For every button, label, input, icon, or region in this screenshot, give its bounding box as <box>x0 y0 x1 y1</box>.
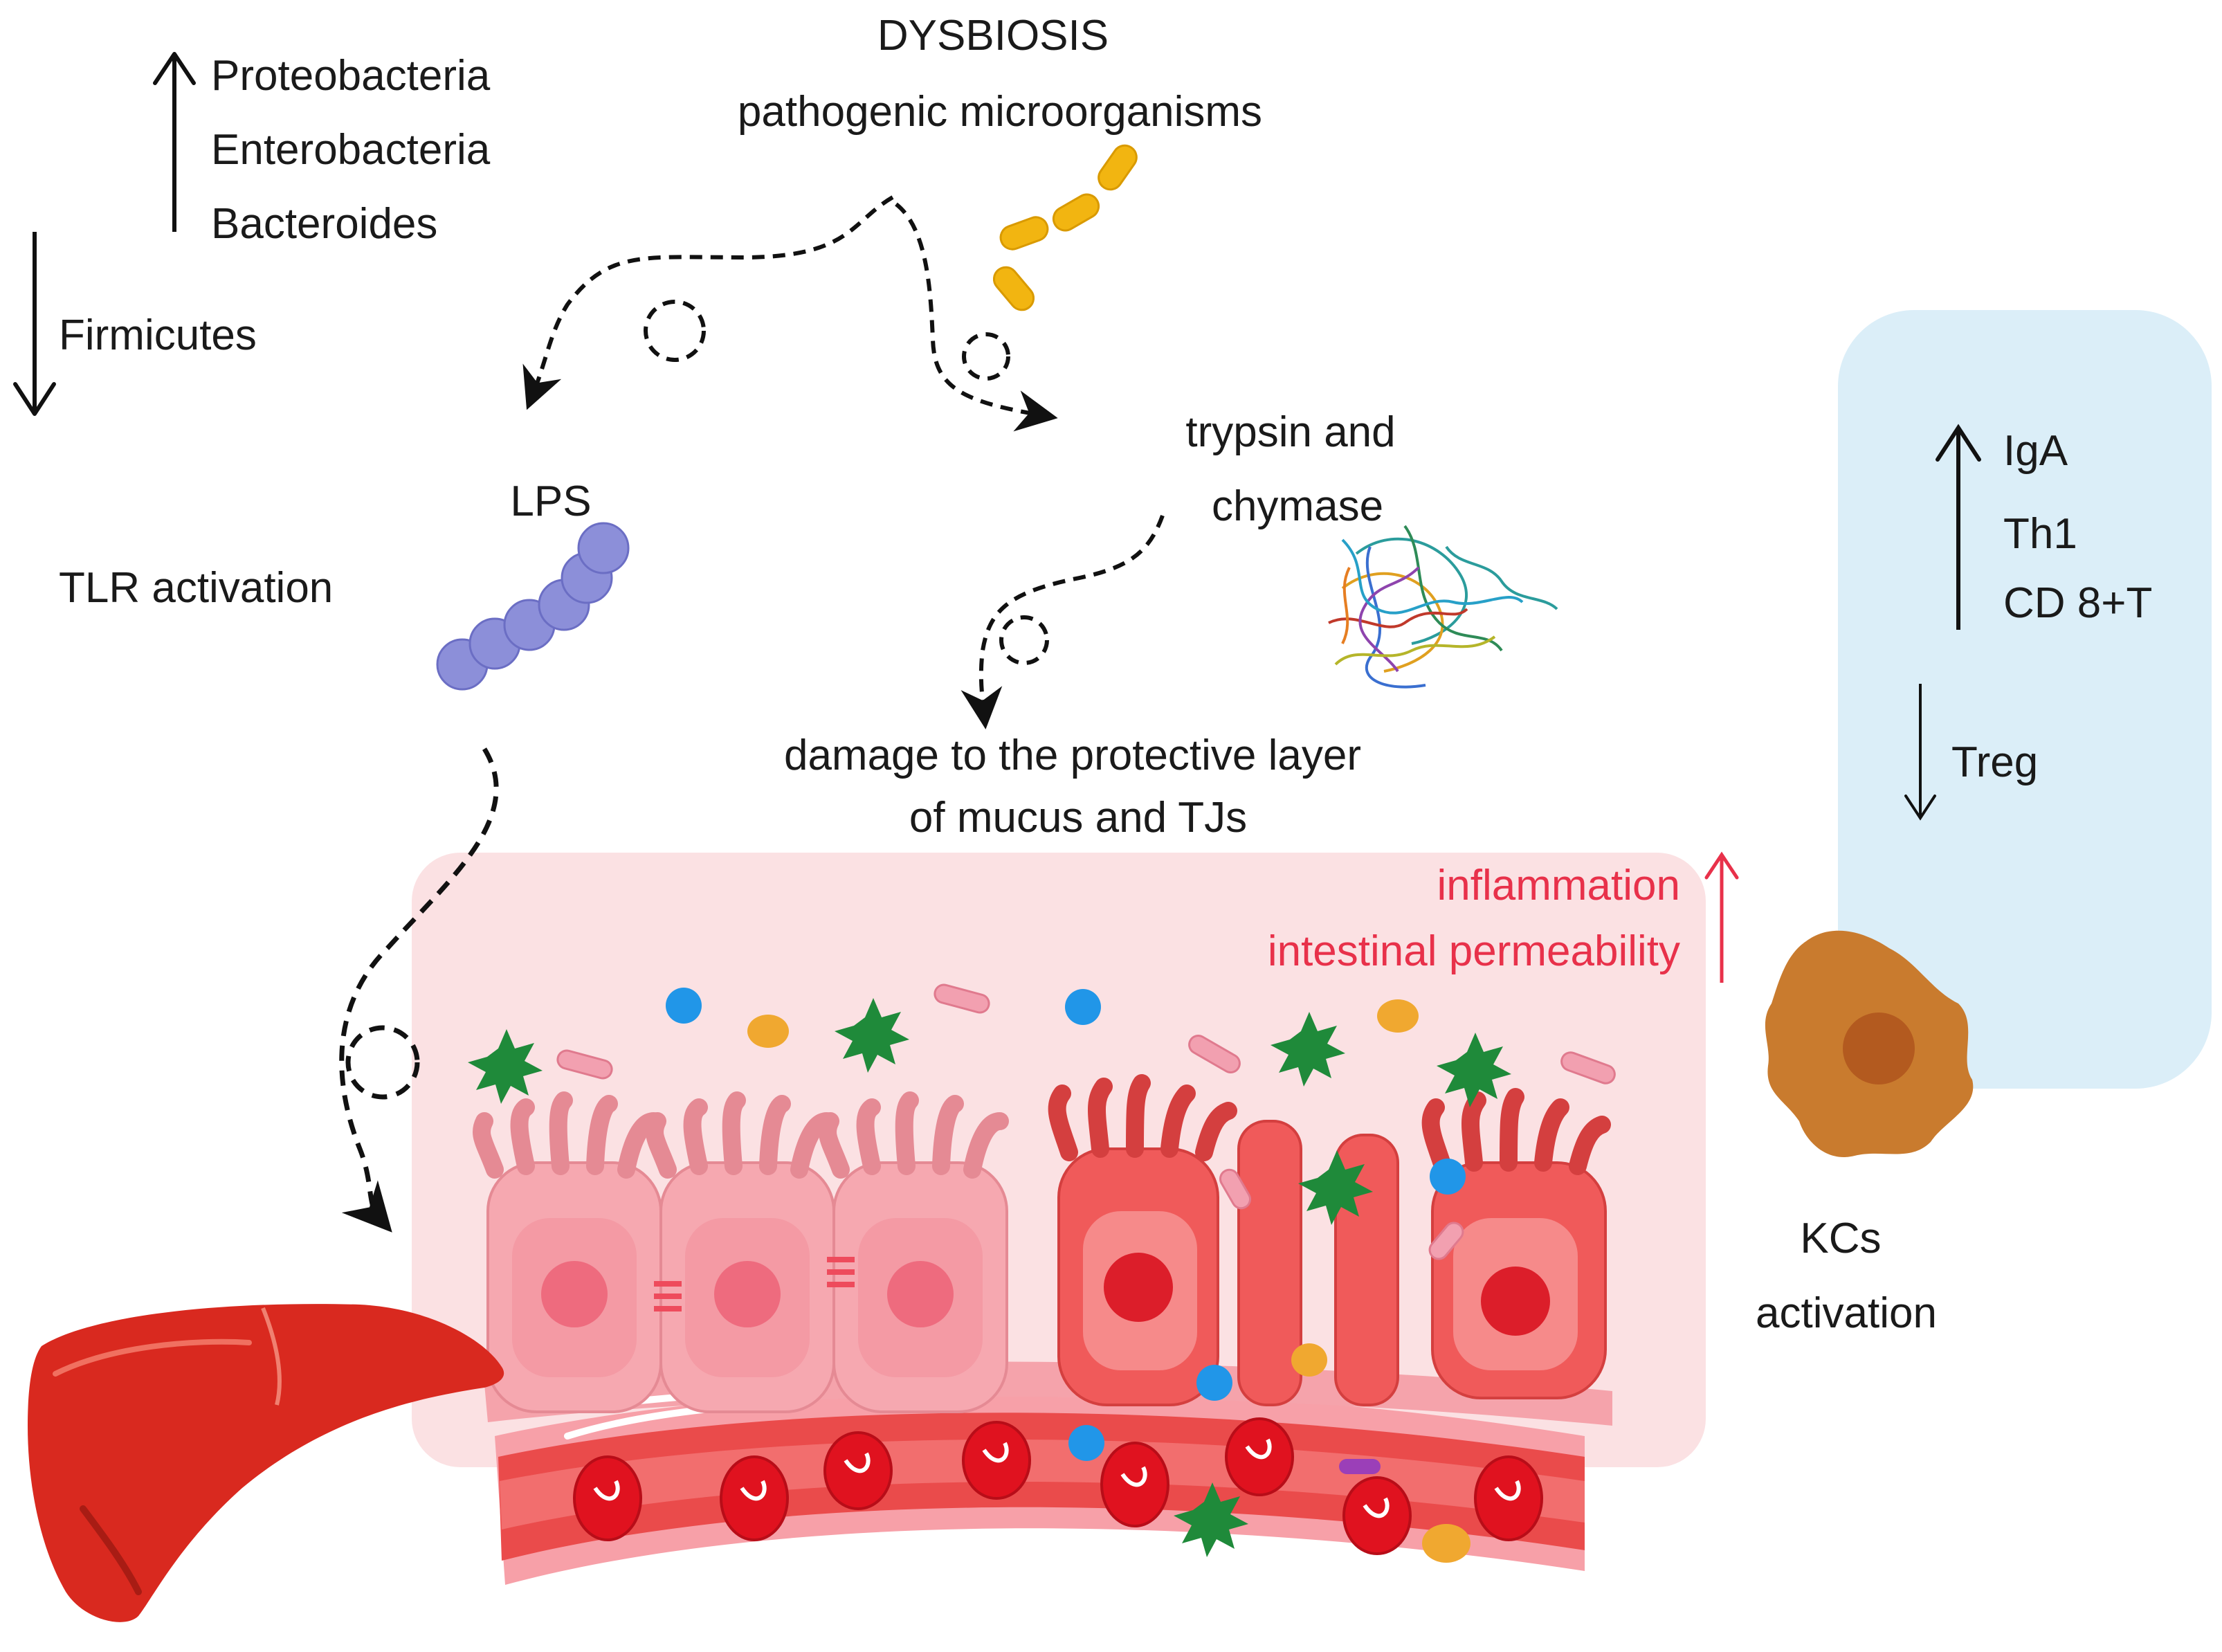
immune-panel <box>1838 310 2212 1089</box>
rod-bacteria-icon <box>992 144 1138 311</box>
enzyme-label-line1: trypsin and <box>1185 408 1395 456</box>
pathogens-label: pathogenic microorganisms <box>738 88 1262 136</box>
microbiota-shift: Proteobacteria Enterobacteria Bacteroide… <box>13 52 491 416</box>
damage-label-line2: of mucus and TJs <box>909 794 1247 842</box>
immune-th1: Th1 <box>2003 510 2077 558</box>
damaged-cells <box>1048 1074 1611 1406</box>
increase-arrow-head <box>153 52 196 85</box>
liver-icon <box>28 1304 504 1622</box>
taxon-firmicutes: Firmicutes <box>59 311 257 359</box>
damage-label-line1: damage to the protective layer <box>784 732 1361 779</box>
kupffer-cell-icon <box>1765 930 1974 1157</box>
decrease-arrow-head <box>13 382 56 416</box>
healthy-cells <box>473 1091 1009 1413</box>
lps-chain-icon <box>436 522 630 691</box>
permeability-label: intestinal permeability <box>1268 927 1680 975</box>
taxon-proteobacteria: Proteobacteria <box>211 52 491 100</box>
microbes <box>468 983 1616 1563</box>
taxon-enterobacteria: Enterobacteria <box>211 126 491 174</box>
immune-increase-arrow-head <box>1936 424 1981 462</box>
inflammation-arrow-head <box>1704 851 1739 880</box>
protein-structure-icon <box>1328 525 1558 689</box>
immune-treg: Treg <box>1951 738 2038 786</box>
lps-label: LPS <box>510 478 591 525</box>
blood-vessel-illustration <box>495 1389 1585 1585</box>
flow-pathogens-to-enzymes <box>895 202 1058 432</box>
flow-lps-to-liver <box>339 747 499 1233</box>
kcs-label-line1: KCs <box>1800 1215 1881 1262</box>
enzyme-label-line2: chymase <box>1212 482 1383 530</box>
tlr-activation-label: TLR activation <box>59 564 333 612</box>
inflammation-label: inflammation <box>1437 862 1680 909</box>
flow-enzymes-to-damage <box>960 514 1165 729</box>
epithelium-illustration <box>468 983 1616 1563</box>
immune-decrease-arrow-head <box>1904 795 1936 821</box>
taxon-bacteroides: Bacteroides <box>211 200 437 248</box>
flow-pathogens-to-lps <box>522 195 894 410</box>
kcs-label-line2: activation <box>1756 1289 1937 1337</box>
dysbiosis-title: DYSBIOSIS <box>877 12 1109 60</box>
immune-iga: IgA <box>2003 427 2068 475</box>
immune-cd8t: CD 8+T <box>2003 579 2152 627</box>
